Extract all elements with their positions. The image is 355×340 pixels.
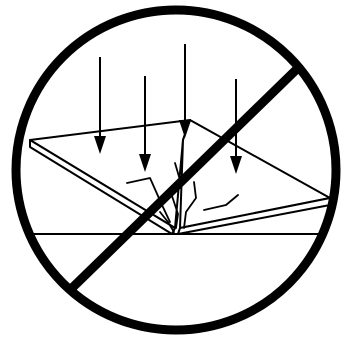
arrow-3 [179,44,191,138]
panel-left-half [30,120,190,234]
arrow-2 [139,76,151,172]
panel-right-half [178,120,330,234]
arrow-1 [94,57,106,154]
